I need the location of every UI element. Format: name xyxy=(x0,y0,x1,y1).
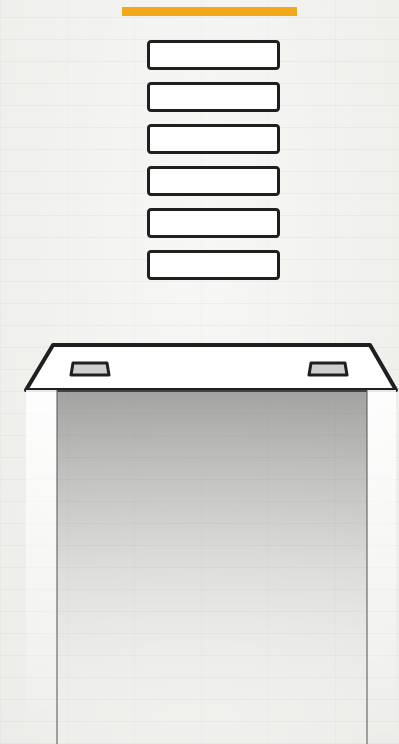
lid-handle-right xyxy=(309,363,347,375)
box-side-right xyxy=(367,390,396,744)
lid-handle-left xyxy=(71,363,109,375)
progress-fill xyxy=(122,7,297,16)
box-side-left xyxy=(26,390,57,744)
stack-block[interactable] xyxy=(147,40,280,70)
stack-block[interactable] xyxy=(147,166,280,196)
open-box-icon xyxy=(0,330,399,744)
stack-block[interactable] xyxy=(147,82,280,112)
progress-bar xyxy=(122,7,297,16)
stack-block[interactable] xyxy=(147,124,280,154)
stack-block[interactable] xyxy=(147,250,280,280)
block-stack[interactable] xyxy=(147,40,280,280)
box-body xyxy=(57,390,367,744)
stack-block[interactable] xyxy=(147,208,280,238)
